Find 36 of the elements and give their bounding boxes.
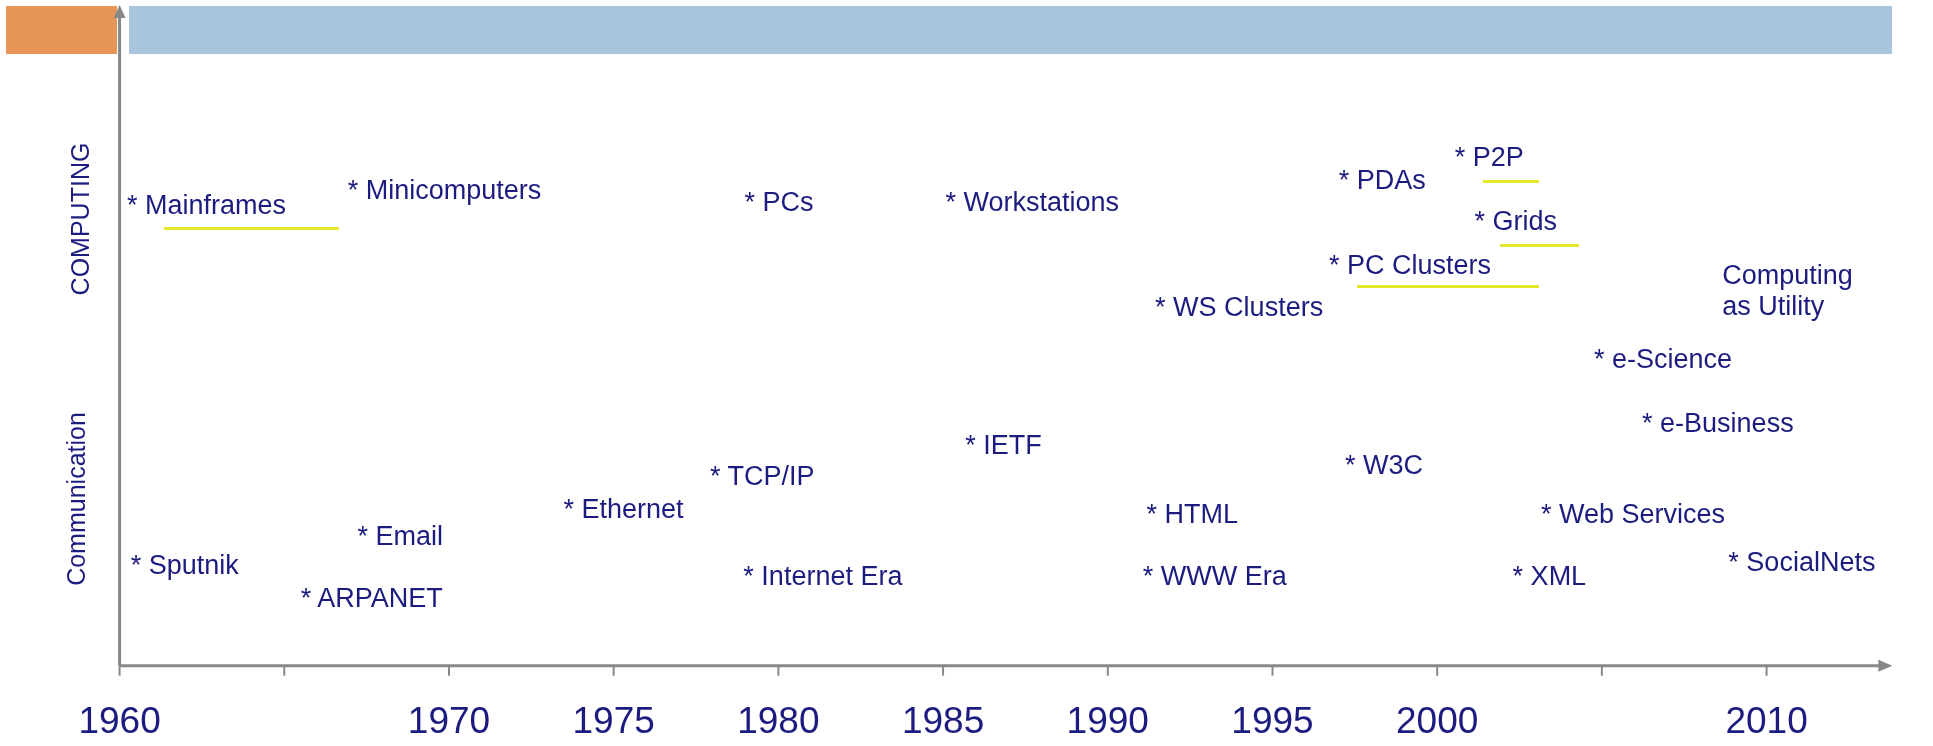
timeline-entry: * SocialNets	[1728, 547, 1876, 579]
timeline-entry: * ARPANET	[300, 583, 443, 615]
timeline-entry: * WS Clusters	[1155, 292, 1324, 324]
timeline-entry: * Minicomputers	[347, 175, 542, 207]
year-label: 1985	[901, 699, 985, 743]
timeline-entry: * PDAs	[1338, 165, 1426, 197]
year-label: 1990	[1066, 699, 1149, 743]
year-label: 1995	[1231, 699, 1314, 743]
timeline-entry: * Grids	[1474, 206, 1557, 238]
timeline-entry: * P2P	[1454, 142, 1524, 174]
axis-label: Communication	[62, 412, 91, 587]
timeline-entry: * Internet Era	[743, 561, 903, 593]
timeline-entry: * IETF	[965, 430, 1042, 462]
timeline-entry: * e-Science	[1594, 344, 1733, 376]
timeline-entry: * W3C	[1344, 450, 1423, 482]
timeline-entry: * Sputnik	[130, 550, 239, 582]
timeline-entry: * Ethernet	[563, 494, 684, 526]
year-label: 2010	[1725, 699, 1808, 743]
timeline-entry: * Workstations	[945, 187, 1120, 219]
timeline-entry: * Web Services	[1540, 499, 1726, 531]
timeline-entry: * PC Clusters	[1328, 250, 1491, 282]
year-label: 1960	[78, 699, 161, 743]
timeline-entry: * PCs	[744, 187, 814, 219]
timeline-entry: * WWW Era	[1142, 561, 1287, 593]
year-label: 1975	[572, 699, 655, 743]
year-label: 1970	[407, 699, 491, 743]
timeline-entry: * TCP/IP	[710, 461, 815, 493]
timeline-entry: * Email	[357, 521, 444, 553]
timeline-entry: * e-Business	[1642, 408, 1794, 440]
year-label: 1980	[737, 699, 820, 743]
timeline-entry: * Mainframes	[126, 190, 286, 222]
year-label: 2000	[1396, 699, 1479, 743]
timeline-entry: * XML	[1512, 561, 1587, 593]
timeline-entry: Computing as Utility	[1722, 259, 1854, 322]
axis-label: COMPUTING	[65, 143, 95, 296]
timeline-entry: * HTML	[1146, 499, 1238, 531]
